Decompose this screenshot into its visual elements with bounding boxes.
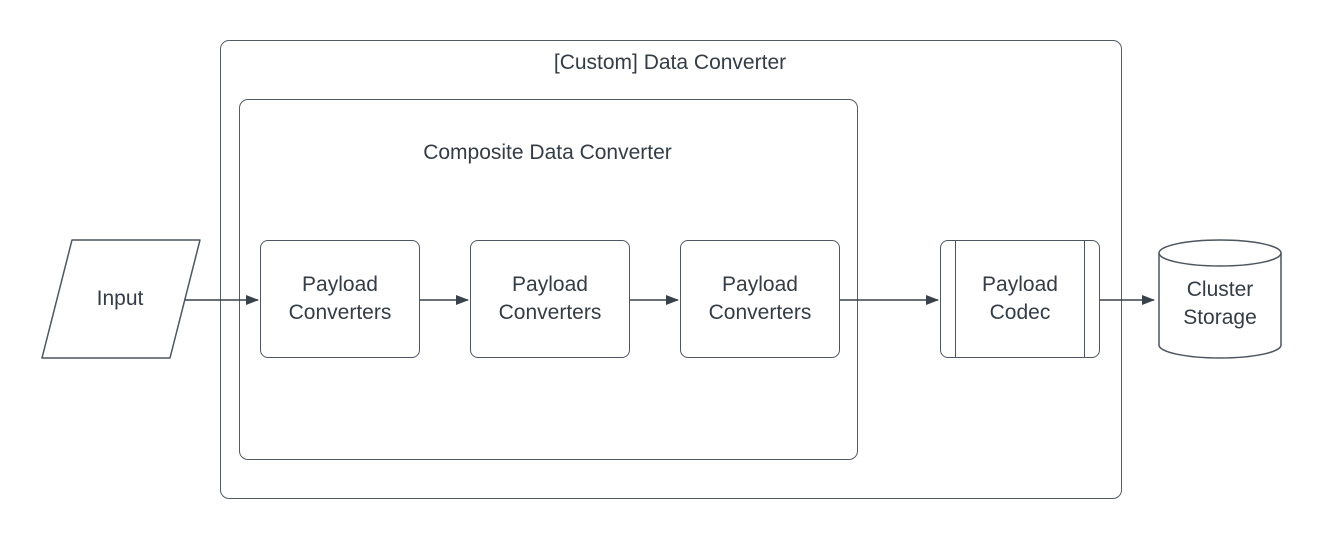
codec-left-inset-line [955, 241, 956, 357]
payload-converters-box-2 [470, 240, 630, 358]
custom-data-converter-label: [Custom] Data Converter [553, 51, 787, 74]
composite-data-converter-label: Composite Data Converter [423, 141, 672, 164]
composite-data-converter-container [239, 99, 858, 460]
payload-converters-box-1 [260, 240, 420, 358]
input-parallelogram-shape [41, 239, 201, 359]
codec-right-inset-line [1084, 241, 1085, 357]
custom-data-converter-container [220, 40, 1122, 499]
payload-codec-shape [940, 240, 1100, 358]
cluster-storage-cylinder [1158, 239, 1282, 359]
payload-converters-box-3 [680, 240, 840, 358]
